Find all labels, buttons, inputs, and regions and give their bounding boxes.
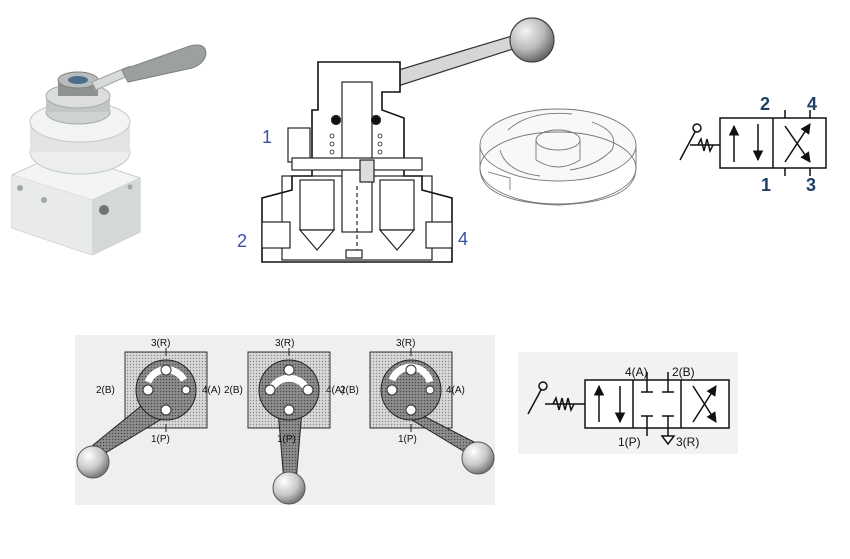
pos2-port-top: 3(R) <box>275 338 294 349</box>
port-label-2: 2 <box>237 231 247 251</box>
port-label-4: 4 <box>458 229 468 249</box>
pos1-port-bottom: 1(P) <box>151 434 170 445</box>
symbol-port-1p: 1(P) <box>618 435 641 449</box>
valve-symbol-top <box>679 110 827 176</box>
pos3-port-bottom: 1(P) <box>398 434 417 445</box>
symbol-port-1: 1 <box>761 175 771 195</box>
symbol-port-3r: 3(R) <box>676 435 699 449</box>
pos2-port-left: 2(B) <box>224 385 243 396</box>
rotary-position-2 <box>247 348 331 505</box>
symbol-port-2: 2 <box>760 94 770 114</box>
symbol-port-3: 3 <box>806 175 816 195</box>
pos1-port-left: 2(B) <box>96 385 115 396</box>
valve-photo <box>10 44 207 256</box>
symbol-port-4: 4 <box>807 94 817 114</box>
pos2-port-bottom: 1(P) <box>277 434 296 445</box>
symbol-port-4a: 4(A) <box>625 365 648 379</box>
rotary-position-1 <box>76 348 208 479</box>
valve-cross-section <box>261 17 555 263</box>
pos1-port-right: 4(A) <box>202 385 221 396</box>
pos2-port-right: 4(A) <box>326 385 345 396</box>
pos3-port-top: 3(R) <box>396 338 415 349</box>
pos3-port-left: 2(B) <box>340 385 359 396</box>
rotary-position-3 <box>369 348 495 475</box>
symbol-port-2b: 2(B) <box>672 365 695 379</box>
pos3-port-right: 4(A) <box>446 385 465 396</box>
pos1-port-top: 3(R) <box>151 338 170 349</box>
rotary-disc-sketch <box>479 108 637 206</box>
valve-symbol-bottom <box>527 372 730 446</box>
port-label-1: 1 <box>262 127 272 147</box>
